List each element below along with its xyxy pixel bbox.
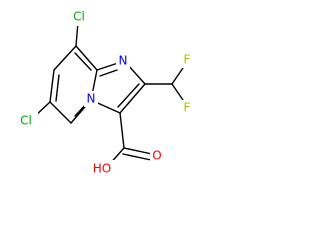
bond-chf2-f-bottom xyxy=(171,83,186,104)
knockout-oh xyxy=(90,160,114,178)
bond-c7-c6-double xyxy=(55,74,60,102)
atom-label-cl-left: Cl xyxy=(20,114,32,128)
bond-c3-cooh xyxy=(119,112,125,149)
bond-c8a-c8 xyxy=(75,45,98,71)
knockout-f-bottom xyxy=(181,100,193,116)
bond-c6-c5 xyxy=(49,101,72,124)
bond-c8a-n1 xyxy=(96,62,119,71)
bond-chf2-f-top xyxy=(171,64,186,85)
atom-label-f-top: F xyxy=(184,53,191,67)
knockout-n-bridge xyxy=(84,91,98,107)
atom-label-oh: HO xyxy=(93,162,111,176)
bond-c2-c3-double xyxy=(117,83,140,108)
atom-label-n-imine: N xyxy=(119,54,128,68)
bond-cooh-o-double-b xyxy=(122,153,152,161)
atom-label-o-carbonyl: O xyxy=(152,149,161,163)
bond-c2-c3 xyxy=(119,83,146,114)
molecule-structure-diagram: Cl Cl N N F F HO O xyxy=(14,8,193,178)
atom-label-n-bridge: N xyxy=(87,92,96,106)
bond-c8a-c8-double xyxy=(74,52,92,71)
knockout-cl-left xyxy=(14,112,38,130)
knockout-n-imine xyxy=(116,53,130,69)
knockout-cl-top xyxy=(68,8,90,26)
atom-label-f-bottom: F xyxy=(184,101,191,115)
bond-c8-c7 xyxy=(53,45,77,71)
bond-cooh-o-double-a xyxy=(123,147,153,155)
atom-label-cl-top: Cl xyxy=(73,10,85,24)
knockout-o-carbonyl xyxy=(150,148,164,164)
knockout-f-top xyxy=(181,52,193,68)
bond-c8a-n1-double xyxy=(99,69,118,77)
bond-c7-c6 xyxy=(49,69,55,103)
